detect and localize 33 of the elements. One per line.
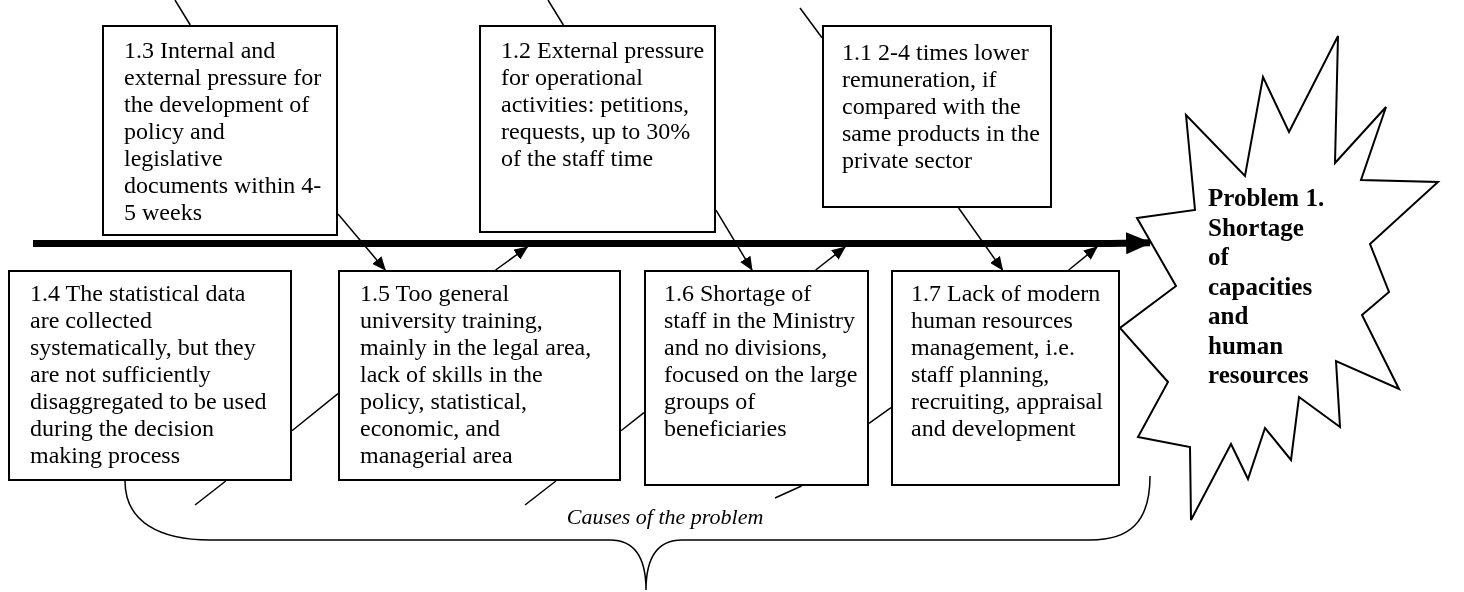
cause-text: 1.4 The statistical data are collected systematically, but they are not sufficiently disaggregated to be used during the decision making process: [30, 280, 268, 469]
connector-line: [524, 480, 557, 506]
connector-line: [774, 485, 803, 499]
cause-text: 1.5 Too general university training, mainly in the legal area, lack of skills in the policy, statistical, economic, and managerial area: [360, 280, 593, 469]
problem-starburst: [1118, 35, 1441, 521]
connector-line: [868, 406, 892, 425]
arrow: [337, 213, 386, 271]
cause-text: 1.1 2-4 times lower remuneration, if compared with the same products in the private sector: [842, 39, 1040, 174]
arrow: [715, 209, 753, 271]
cause-text: 1.7 Lack of modern human resources management, i.e. staff planning, recruiting, appraisal and development: [911, 280, 1104, 442]
arrow: [814, 246, 846, 271]
arrow: [1067, 246, 1098, 271]
spine-arrow: [1109, 232, 1153, 255]
fishbone-spine: [33, 240, 1110, 247]
connector-line: [620, 411, 645, 432]
cause-box: [8, 270, 292, 481]
connector-line: [194, 480, 227, 506]
connector-line: [291, 392, 339, 432]
cause-box: [479, 25, 716, 233]
cause-box: [644, 270, 869, 486]
cause-box: [338, 270, 621, 481]
connector-line: [174, 0, 191, 26]
cause-box: [891, 270, 1120, 486]
connector-line: [799, 7, 823, 39]
cause-box: [102, 25, 338, 236]
brace-caption: Causes of the problem: [565, 504, 765, 530]
cause-text: 1.2 External pressure for operational activities: petitions, requests, up to 30% of the staff time: [501, 37, 706, 172]
problem-statement: Problem 1. Shortage of capacities and human resources: [1208, 183, 1326, 390]
cause-box: [822, 25, 1052, 208]
cause-text: 1.3 Internal and external pressure for the development of policy and legislative documents within 4-5 weeks: [124, 37, 323, 226]
arrow: [957, 207, 1004, 271]
cause-text: 1.6 Shortage of staff in the Ministry and no divisions, focused on the large groups of beneficiaries: [664, 280, 859, 442]
connector-line: [547, 0, 565, 26]
